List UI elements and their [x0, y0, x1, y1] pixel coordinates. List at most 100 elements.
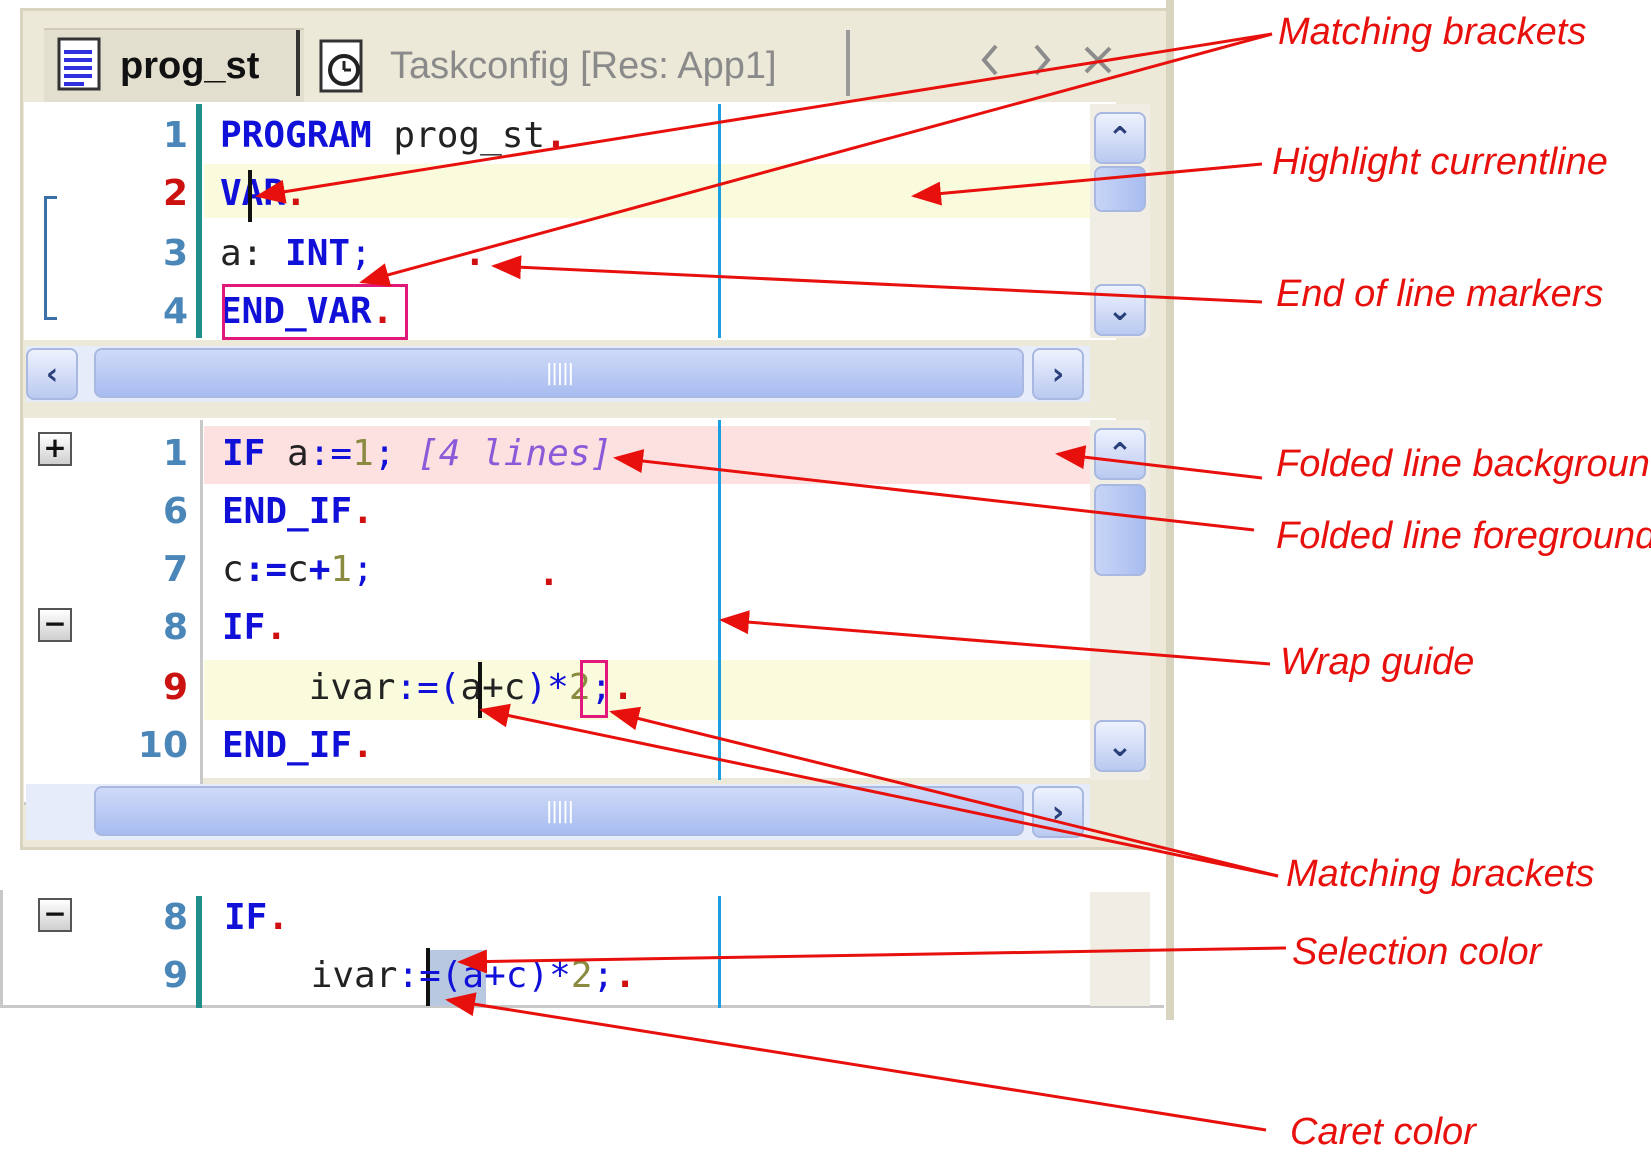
tab-label-prog-st: prog_st — [120, 45, 260, 87]
annotation-matching-brackets: Matching brackets — [1278, 11, 1587, 53]
operator: := — [308, 433, 353, 474]
eol-marker: . — [352, 491, 374, 532]
number: 2 — [568, 667, 591, 708]
wrap-guide — [718, 896, 721, 1008]
code-line-folded[interactable]: IF a:=1; [4 lines] — [222, 432, 612, 476]
caret — [478, 662, 482, 718]
current-line-highlight — [204, 164, 1092, 218]
code-line[interactable]: END_VAR. — [220, 290, 393, 334]
line-number: 7 — [162, 549, 188, 590]
operator: := — [397, 955, 441, 996]
keyword: END_VAR — [220, 291, 372, 332]
fold-bracket — [44, 196, 57, 320]
gutter-separator — [196, 104, 202, 338]
identifier: a — [265, 433, 309, 474]
annotation-caret-color: Caret color — [1290, 1111, 1476, 1153]
scroll-right-button[interactable]: › — [1032, 786, 1084, 838]
code-line[interactable]: END_IF. — [222, 724, 374, 768]
code-line[interactable]: IF. — [222, 606, 287, 650]
scroll-up-button[interactable]: ⌃ — [1094, 428, 1146, 480]
code-line[interactable]: ivar:=(a+c)*2;. — [224, 954, 636, 998]
identifier: c — [222, 549, 244, 590]
scroll-thumb[interactable]: ||||| — [94, 786, 1024, 836]
operator: * — [547, 667, 569, 708]
eol-marker: . — [545, 115, 567, 156]
scroll-thumb[interactable] — [1094, 166, 1146, 212]
fold-collapse-icon[interactable]: − — [38, 608, 72, 642]
editor-pane-top[interactable] — [24, 102, 1116, 340]
keyword: IF — [222, 433, 266, 474]
keyword: END_IF — [222, 725, 353, 766]
code-line[interactable]: a: INT; — [220, 232, 372, 276]
annotation-folded-line-background: Folded line background — [1276, 443, 1651, 485]
scroll-thumb[interactable] — [1094, 484, 1146, 576]
document-icon — [57, 37, 101, 91]
gutter-separator — [196, 896, 202, 1008]
tab-scroll-right-icon[interactable] — [1030, 42, 1054, 78]
annotation-highlight-currentline: Highlight currentline — [1272, 141, 1608, 183]
eol-marker: . — [612, 667, 634, 708]
folded-line-text[interactable]: [4 lines] — [417, 433, 613, 474]
code-line[interactable]: IF. — [224, 896, 289, 940]
identifier: prog_st — [371, 115, 546, 156]
operator: ; — [373, 433, 418, 474]
editor-pane-bottom[interactable] — [0, 890, 1164, 1008]
scroll-down-button[interactable]: ⌄ — [1094, 284, 1146, 336]
tab-scroll-left-icon[interactable] — [978, 42, 1002, 78]
code-line[interactable]: ivar:=(a+c)*2;. — [222, 666, 634, 710]
eol-marker: . — [371, 291, 394, 332]
eol-marker: . — [538, 553, 560, 594]
eol-marker: . — [614, 955, 636, 996]
identifier: ivar — [224, 955, 398, 996]
matching-bracket-box — [222, 284, 408, 340]
keyword: PROGRAM — [220, 115, 372, 156]
scroll-left-button[interactable]: ‹ — [26, 348, 78, 400]
scroll-up-button[interactable]: ⌃ — [1094, 112, 1146, 164]
clock-icon — [319, 39, 363, 93]
line-number-current: 9 — [162, 667, 188, 708]
eol-marker: . — [352, 725, 374, 766]
window-border — [1166, 0, 1174, 1020]
line-number: 8 — [162, 897, 188, 938]
identifier: ivar — [222, 667, 396, 708]
line-number: 1 — [162, 115, 188, 156]
eol-marker: . — [285, 173, 307, 214]
line-number: 9 — [162, 955, 188, 996]
line-number: 4 — [162, 291, 188, 332]
identifier: a: — [220, 233, 286, 274]
annotation-matching-brackets: Matching brackets — [1286, 853, 1595, 895]
operator: + — [308, 549, 331, 590]
bracket: ) — [525, 667, 548, 708]
code-line[interactable]: END_IF. — [222, 490, 374, 534]
code-line[interactable]: PROGRAM prog_st. — [220, 114, 567, 158]
operator: * — [549, 955, 571, 996]
operator: ; — [592, 955, 615, 996]
matching-bracket-box — [580, 660, 608, 718]
code-line[interactable]: c:=c+1; — [222, 548, 374, 592]
line-number: 1 — [162, 433, 188, 474]
keyword: INT — [285, 233, 351, 274]
annotation-folded-line-foreground: Folded line foreground — [1276, 515, 1651, 557]
caret — [248, 170, 252, 222]
operator: ; — [352, 549, 374, 590]
annotation-end-of-line-markers: End of line markers — [1276, 273, 1604, 315]
tab-taskconfig[interactable]: Taskconfig [Res: App1] — [390, 45, 777, 87]
code-line[interactable]: VAR. — [220, 172, 307, 216]
annotation-selection-color: Selection color — [1292, 931, 1542, 973]
eol-marker: . — [267, 897, 290, 938]
line-number: 6 — [162, 491, 188, 532]
fold-collapse-icon[interactable]: − — [38, 898, 72, 932]
line-number: 8 — [162, 607, 188, 648]
eol-marker: . — [265, 607, 288, 648]
scroll-right-button[interactable]: › — [1032, 348, 1084, 400]
scroll-down-button[interactable]: ⌄ — [1094, 720, 1146, 772]
identifier: c — [287, 549, 309, 590]
operator: := — [395, 667, 439, 708]
close-icon[interactable] — [1082, 44, 1114, 76]
annotation-wrap-guide: Wrap guide — [1280, 641, 1475, 683]
fold-expand-icon[interactable]: + — [38, 432, 72, 466]
scroll-thumb[interactable]: ||||| — [94, 348, 1024, 398]
line-number: 3 — [162, 233, 188, 274]
number: 1 — [330, 549, 353, 590]
